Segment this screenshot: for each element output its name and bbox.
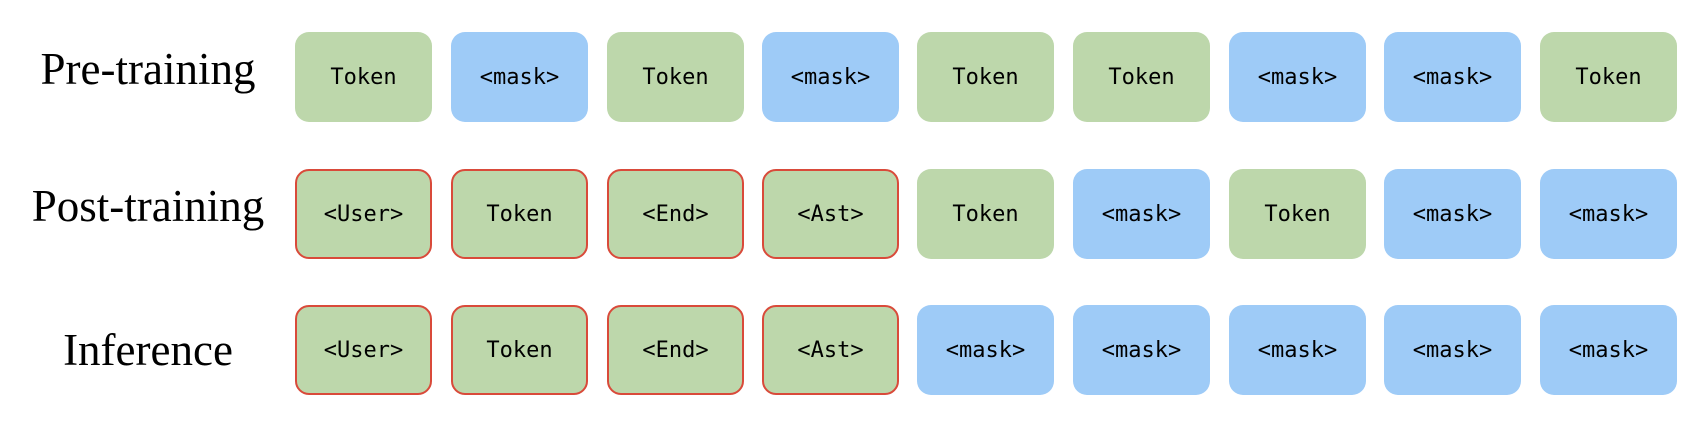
token-block: Token <box>1229 169 1366 259</box>
token-block: Token <box>917 32 1054 122</box>
token-block: <User> <box>295 305 432 395</box>
token-block: <End> <box>607 169 744 259</box>
row-label-pre-training: Pre-training <box>40 44 256 94</box>
mask-block: <mask> <box>1073 169 1210 259</box>
token-block: Token <box>1540 32 1677 122</box>
row-label-post-training: Post-training <box>31 181 265 231</box>
mask-block: <mask> <box>762 32 899 122</box>
token-block: Token <box>607 32 744 122</box>
token-block: Token <box>917 169 1054 259</box>
token-block: <Ast> <box>762 305 899 395</box>
token-block: Token <box>451 305 588 395</box>
mask-block: <mask> <box>1073 305 1210 395</box>
mask-block: <mask> <box>1229 305 1366 395</box>
token-block: <End> <box>607 305 744 395</box>
mask-block: <mask> <box>1384 305 1521 395</box>
mask-block: <mask> <box>451 32 588 122</box>
mask-block: <mask> <box>1540 169 1677 259</box>
token-block: Token <box>295 32 432 122</box>
token-block: Token <box>451 169 588 259</box>
token-block: <Ast> <box>762 169 899 259</box>
mask-block: <mask> <box>1229 32 1366 122</box>
mask-block: <mask> <box>1384 32 1521 122</box>
mask-block: <mask> <box>1384 169 1521 259</box>
mask-block: <mask> <box>917 305 1054 395</box>
mask-block: <mask> <box>1540 305 1677 395</box>
row-label-inference: Inference <box>63 325 233 375</box>
token-block: <User> <box>295 169 432 259</box>
token-block: Token <box>1073 32 1210 122</box>
